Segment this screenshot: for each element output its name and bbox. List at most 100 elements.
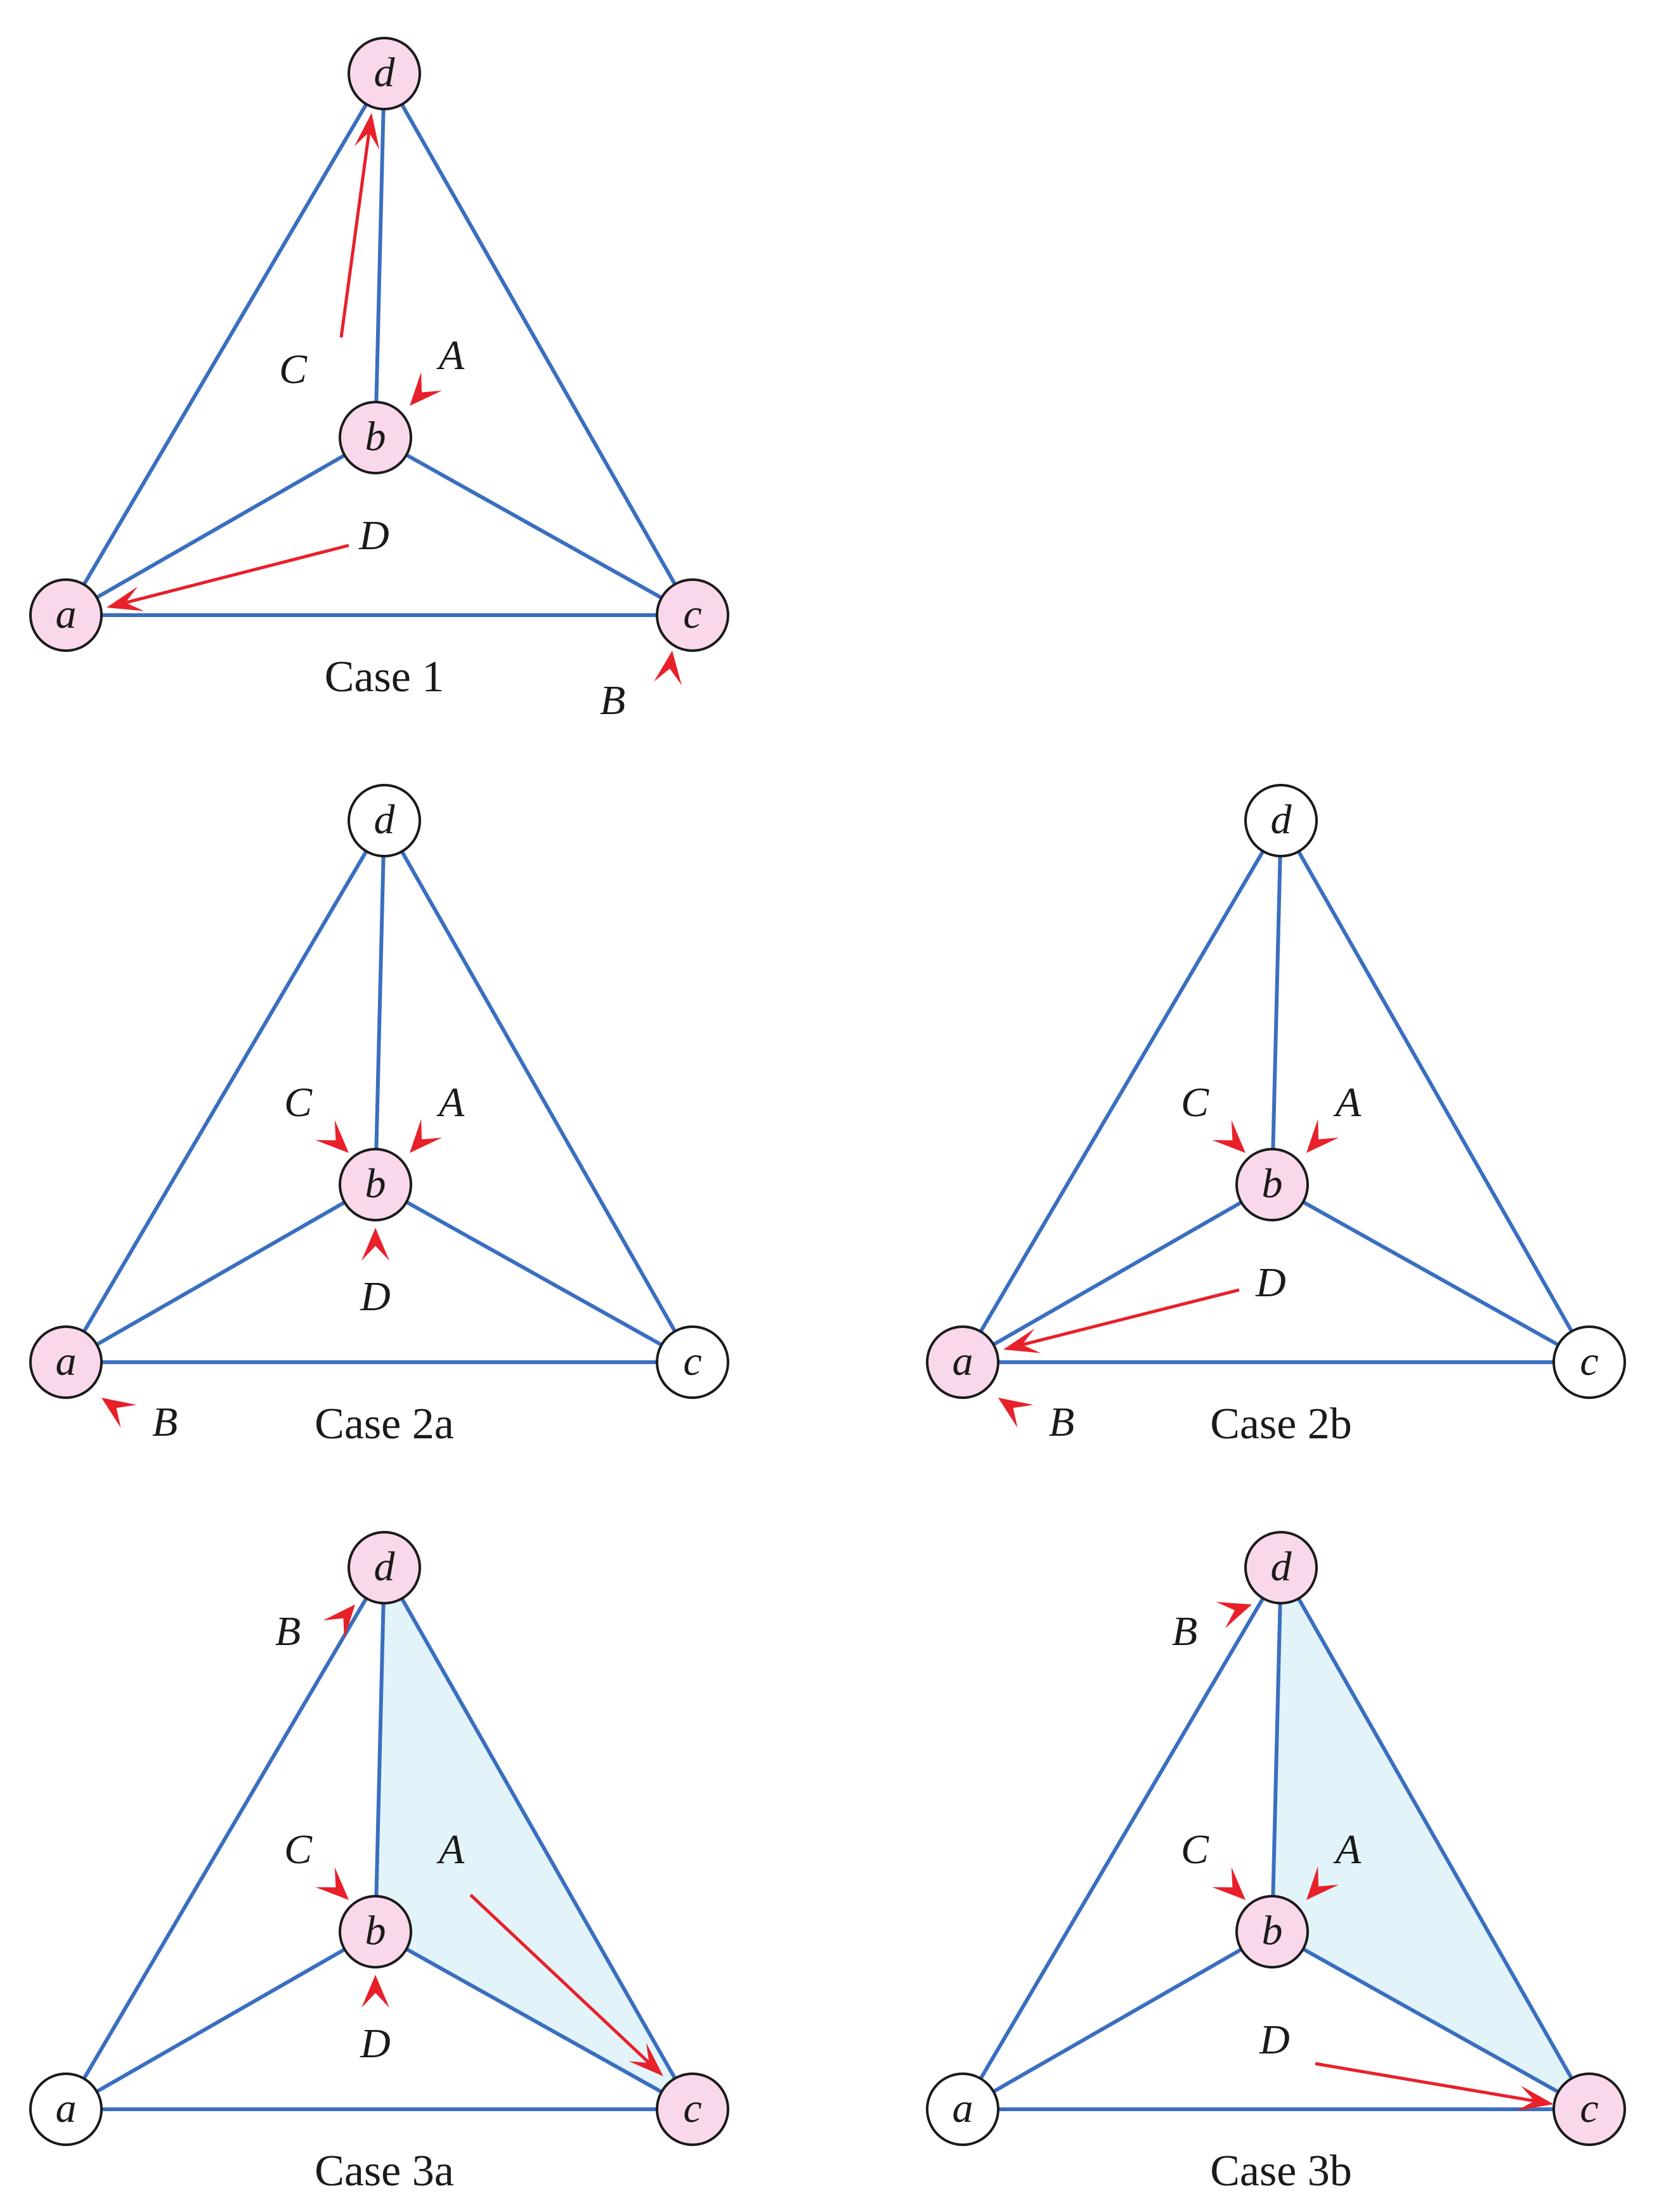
case-1-edge-cd [382,72,694,617]
case-2a-arrow-D: D [360,1228,391,1320]
case-2b-arrow-D-label: D [1255,1259,1286,1306]
case-3b-diagram: a b c dA B C D Case 3b [926,1531,1626,2196]
case-3a-arrow-D-label: D [360,2020,391,2067]
case-2a-node-c-label: c [683,1338,701,1384]
case-3a-node-d-label: d [374,1544,396,1590]
case-1-arrow-B-label: B [600,677,625,724]
case-2b-arrow-C-head [1212,1120,1246,1153]
case-2a-edge-ad [64,819,386,1364]
case-3b-node-d [1244,1531,1318,1604]
case-3a-caption: Case 3a [315,2147,454,2196]
case-2a-arrow-B-head [101,1398,137,1428]
case-2a-node-d-label: d [374,797,396,843]
case-2a-arrow-D-head [361,1228,389,1261]
case-3a-shaded-face [375,1568,693,2109]
case-3a-node-b [339,1895,412,1968]
case-2b-arrow-D-head [1003,1328,1041,1353]
case-3a-node-b-label: b [365,1908,386,1954]
case-3a-arrow-A-label: A [436,1826,465,1873]
case-2b-node-d-label: d [1271,797,1292,843]
case-2b-arrow-D: D [1003,1259,1286,1353]
case-3b-edge-cd [1279,1566,1591,2111]
case-3b-caption: Case 3b [1210,2147,1352,2196]
case-3b-edge-ad [961,1566,1283,2111]
case-3b-arrow-A-label: A [1333,1826,1362,1873]
case-1-edge-bc [374,436,694,617]
case-2a-arrow-B-label: B [152,1399,178,1445]
case-2b-node-d [1244,784,1318,857]
case-2b-edge-cd [1279,819,1591,1364]
case-1-arrow-C-head [354,113,380,150]
case-1-arrow-C-label: C [279,346,308,393]
case-3b-node-c-label: c [1580,2085,1598,2131]
case-2b-node-a [926,1325,999,1399]
case-3a-arrow-C-head [315,1867,349,1900]
case-2a-arrow-B: B [101,1398,178,1445]
case-2a-caption: Case 2a [315,1400,454,1448]
case-1-node-a-label: a [56,591,77,637]
case-2a-arrow-C: C [284,1079,349,1153]
case-3a-edge-bc [374,1930,694,2111]
case-3a-node-c [656,2072,729,2146]
case-3b-node-b-label: b [1262,1908,1283,1954]
case-2a-arrow-A-label: A [436,1079,465,1126]
case-1-arrow-B-head [654,651,682,686]
case-3b-edge-bd [1270,1566,1283,1934]
case-2a-node-a [29,1325,103,1399]
case-3a-arrow-D: D [360,1975,391,2067]
case-2a-edge-bc [374,1183,694,1364]
case-3a-edge-ab [64,1930,377,2111]
case-1-edge-ab [64,436,377,617]
case-3a-arrow-A-shaft [469,1894,651,2064]
case-1-edge-ad [64,72,386,617]
case-1-arrow-A-head [410,372,443,406]
case-3a-arrow-C: C [284,1826,349,1900]
case-2b-arrow-A-label: A [1333,1079,1362,1126]
case-2b-arrow-B-label: B [1049,1399,1074,1445]
case-2a-node-d [348,784,421,857]
case-1-node-b [339,401,412,474]
case-2b-node-a-label: a [953,1338,973,1384]
case-2b-node-c [1552,1325,1626,1399]
case-3a-node-d [348,1531,421,1604]
case-2b-edge-bc [1270,1183,1591,1364]
case-2a-node-c [656,1325,729,1399]
case-1-node-a [29,578,103,652]
case-1-node-c-label: c [683,591,701,637]
case-1-arrow-D-head [107,586,145,611]
case-1-arrow-D: D [107,512,389,611]
case-2b-node-b [1235,1148,1309,1221]
case-2a-arrow-A-head [410,1119,443,1153]
case-3b-node-d-label: d [1271,1544,1292,1590]
case-3b-node-a-label: a [953,2085,973,2131]
case-3b-arrow-D-label: D [1259,2017,1290,2063]
case-2b-node-c-label: c [1580,1338,1598,1384]
case-2b-arrow-B-head [998,1398,1034,1428]
case-3b-arrow-C-label: C [1181,1826,1209,1873]
case-3b-shaded-face [1272,1568,1589,2109]
case-3a-arrow-B-label: B [275,1608,301,1655]
case-3b-arrow-C-head [1212,1867,1246,1900]
case-3b-arrow-B-head [1216,1602,1252,1629]
case-3b-arrow-C: C [1181,1826,1246,1900]
case-2a-edge-cd [382,819,694,1364]
case-3a-arrow-B: B [275,1604,355,1655]
case-3b-arrow-A-head [1306,1866,1339,1900]
case-1-node-c [656,578,729,652]
case-1-arrow-C: C [279,113,380,393]
case-3a-node-c-label: c [683,2085,701,2131]
case-3b-edge-bc [1270,1930,1591,2111]
case-1-arrow-B: B [600,651,682,724]
case-2b-caption: Case 2b [1210,1400,1352,1448]
case-2b-arrow-A: A [1306,1079,1362,1153]
case-3b-arrow-B: B [1172,1602,1252,1655]
case-2a-arrow-C-head [315,1120,349,1153]
case-1-edge-bd [374,72,386,439]
case-3a-edge-ad [64,1566,386,2111]
case-2a-node-a-label: a [56,1338,77,1384]
case-3a-node-a [29,2072,103,2146]
